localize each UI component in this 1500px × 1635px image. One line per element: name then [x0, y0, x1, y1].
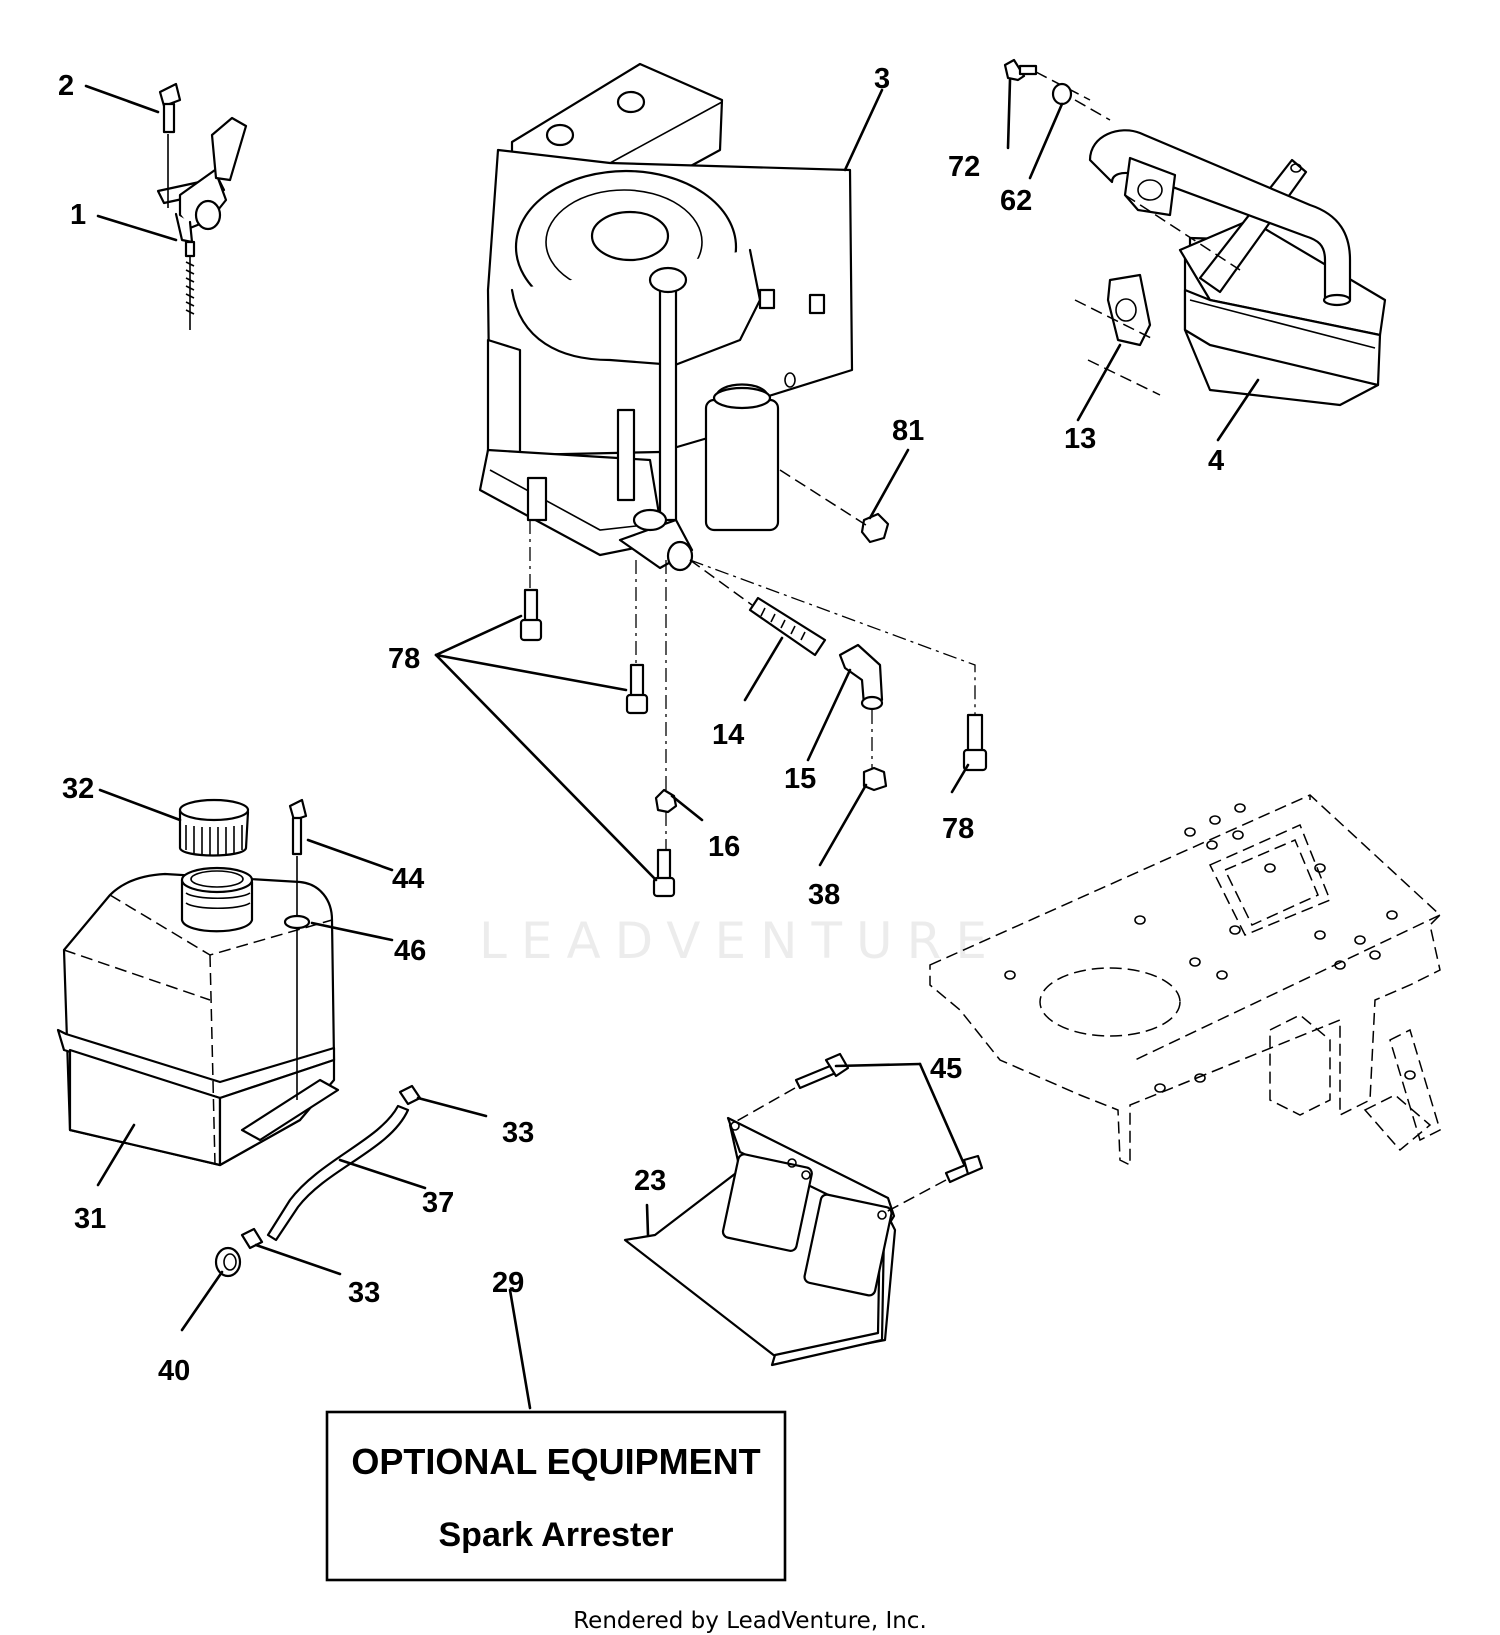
callout-4: 4 — [1208, 445, 1224, 477]
callout-32: 32 — [62, 773, 94, 805]
callout-78-lower: 78 — [942, 813, 974, 845]
callout-46: 46 — [394, 935, 426, 967]
optional-equipment-title: OPTIONAL EQUIPMENT — [351, 1441, 760, 1482]
frame-part — [929, 794, 1442, 1167]
callout-72: 72 — [948, 151, 980, 183]
leader-lines — [84, 78, 1260, 1410]
throttle-control-part — [156, 82, 248, 330]
callout-14: 14 — [712, 719, 744, 751]
heat-shield-part — [623, 1052, 984, 1367]
callout-40: 40 — [158, 1355, 190, 1387]
watermark-text: LEADVENTURE — [479, 912, 1001, 970]
callout-31: 31 — [74, 1203, 106, 1235]
optional-equipment-box: OPTIONAL EQUIPMENT Spark Arrester — [325, 1410, 787, 1582]
muffler-part — [1003, 58, 1387, 407]
callout-44: 44 — [392, 863, 424, 895]
fuel-tank-part — [56, 798, 422, 1278]
engine-part — [478, 62, 854, 572]
callout-37: 37 — [422, 1187, 454, 1219]
callout-38: 38 — [808, 879, 840, 911]
engine-hardware-part — [519, 469, 988, 898]
callout-1: 1 — [70, 199, 86, 231]
callout-3: 3 — [874, 63, 890, 95]
callout-78-upper: 78 — [388, 643, 420, 675]
footer-credit: Rendered by LeadVenture, Inc. — [573, 1608, 927, 1634]
callout-2: 2 — [58, 70, 74, 102]
callout-33-upper: 33 — [502, 1117, 534, 1149]
callout-45: 45 — [930, 1053, 962, 1085]
callout-29: 29 — [492, 1267, 524, 1299]
callout-62: 62 — [1000, 185, 1032, 217]
callout-23: 23 — [634, 1165, 666, 1197]
callout-16: 16 — [708, 831, 740, 863]
optional-equipment-subtitle: Spark Arrester — [439, 1516, 674, 1554]
callout-33-lower: 33 — [348, 1277, 380, 1309]
callout-labels: 2 1 3 72 62 13 4 81 78 14 15 16 38 78 32… — [58, 63, 1224, 1387]
callout-13: 13 — [1064, 423, 1096, 455]
callout-15: 15 — [784, 763, 816, 795]
callout-81: 81 — [892, 415, 924, 447]
